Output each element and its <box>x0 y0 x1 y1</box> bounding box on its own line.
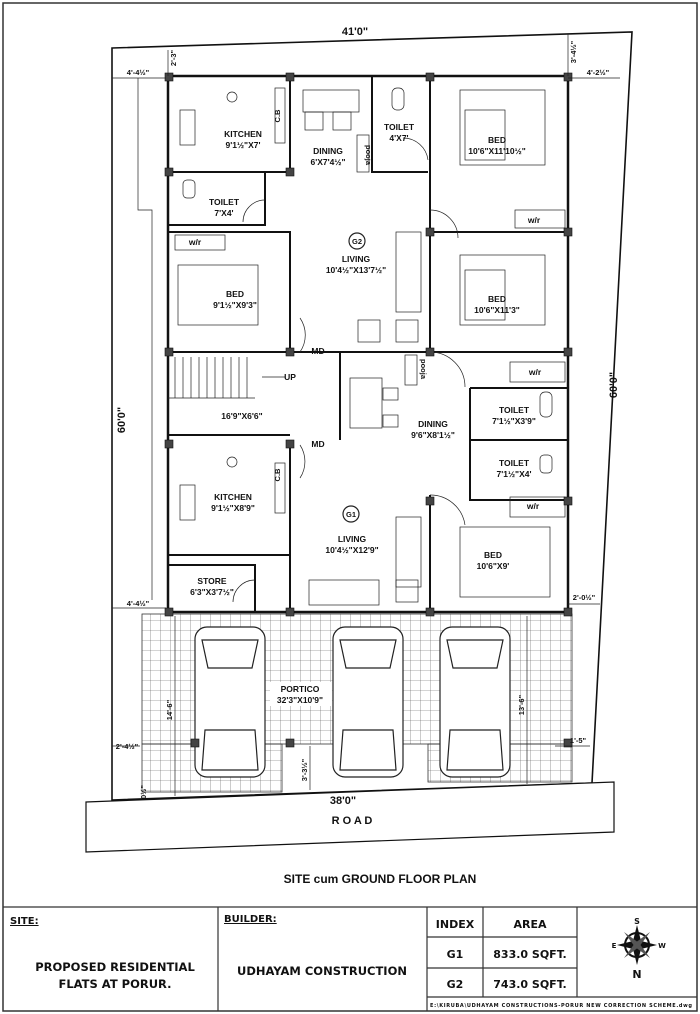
index-g2: G2 <box>447 978 464 991</box>
dim-right-setback-bottom: 2'-0½" <box>573 593 596 602</box>
main-door-g2: MD <box>311 346 324 356</box>
staircase-steps <box>168 357 285 399</box>
dim-right-setback-top: 4'-2½" <box>587 68 610 77</box>
pooja-g2: pooja <box>364 145 373 166</box>
unit-tag-g2: G2 <box>352 237 362 246</box>
living-g2-size: 10'4½"X13'7½" <box>326 265 386 275</box>
wr-g2b: w/r <box>527 215 541 225</box>
builder-name: UDHAYAM CONSTRUCTION <box>237 964 407 978</box>
wr-g2a: w/r <box>188 237 202 247</box>
dim-portico-side-right: 1'-5" <box>570 736 587 745</box>
car-1 <box>194 626 266 778</box>
bed-g2b-name: BED <box>488 294 506 304</box>
compass-n: N <box>632 968 641 981</box>
bed-g2b-size: 10'6"X11'3" <box>474 305 520 315</box>
compass-w: W <box>658 942 666 950</box>
portico-name: PORTICO <box>281 684 320 694</box>
compass-s: S <box>634 917 640 926</box>
kitchen-g1-name: KITCHEN <box>214 492 252 502</box>
bed-g2c-size: 9'1½"X9'3" <box>213 300 257 310</box>
dimensions <box>112 34 620 796</box>
area-g1: 833.0 SQFT. <box>493 948 566 961</box>
area-g2: 743.0 SQFT. <box>493 978 566 991</box>
car-3 <box>439 626 511 778</box>
store-size: 6'3"X3'7½" <box>190 587 234 597</box>
dim-top-setback-right: 3'-4½" <box>569 40 578 63</box>
bed-g1-size: 10'6"X9' <box>477 561 510 571</box>
dim-top-width: 41'0" <box>342 26 368 38</box>
wr-g1a: w/r <box>528 367 542 377</box>
road-label: R O A D <box>332 815 373 827</box>
toilet-g2b-name: TOILET <box>209 197 240 207</box>
dim-top-setback-left: 2'-3" <box>169 49 178 66</box>
columns <box>164 72 573 748</box>
dining-g2-name: DINING <box>313 146 343 156</box>
bed-g2c-name: BED <box>226 289 244 299</box>
toilet-g1a-name: TOILET <box>499 405 530 415</box>
bed-g2a-name: BED <box>488 135 506 145</box>
cb-g2: C.B <box>273 109 282 123</box>
toilet-g2a-name: TOILET <box>384 122 415 132</box>
dim-right-depth: 60'0" <box>608 372 620 398</box>
site-line-1: PROPOSED RESIDENTIAL <box>35 960 195 974</box>
main-door-g1: MD <box>311 439 324 449</box>
bed-g1-name: BED <box>484 550 502 560</box>
compass-e: E <box>612 942 617 950</box>
site-line-2: FLATS AT PORUR. <box>58 977 171 991</box>
dim-bottom-width: 38'0" <box>330 795 356 807</box>
wr-g1b: w/r <box>526 501 540 511</box>
index-header: INDEX <box>436 918 475 931</box>
bed-g2a-size: 10'6"X11'10½" <box>468 146 525 156</box>
dim-left-depth: 60'0" <box>116 407 128 433</box>
stair-up-label: UP <box>284 372 296 382</box>
dining-g1-name: DINING <box>418 419 448 429</box>
unit-g1: pooja w/r TOILET 7'1½"X3'9" DINING 9'6"X… <box>190 359 542 597</box>
unit-g2: KITCHEN 9'1½"X7' C.B DINING 6'X7'4½" poo… <box>188 109 541 356</box>
unit-tag-g1: G1 <box>346 510 356 519</box>
doors <box>232 137 466 603</box>
area-header: AREA <box>513 918 546 931</box>
dim-left-setback-bottom: 4'-4½" <box>127 599 150 608</box>
kitchen-g2-name: KITCHEN <box>224 129 262 139</box>
site-label: SITE: <box>10 916 39 927</box>
dim-portico-front: 3'-3½" <box>300 758 309 781</box>
compass-rose-icon: S N E W <box>612 917 667 981</box>
kitchen-g2-size: 9'1½"X7' <box>225 140 260 150</box>
unit-tag-g2-circle <box>348 232 366 250</box>
toilet-g2a-size: 4'X7' <box>389 133 408 143</box>
toilet-g1b-size: 7'1½"X4' <box>496 469 531 479</box>
road <box>85 781 615 853</box>
car-2 <box>332 626 404 778</box>
toilet-g2b-size: 7'X4' <box>214 208 233 218</box>
toilet-g1b-name: TOILET <box>499 458 530 468</box>
furniture <box>177 87 553 606</box>
dining-g2-size: 6'X7'4½" <box>310 157 345 167</box>
pooja-g1: pooja <box>419 359 428 380</box>
dim-portico-depth-left: 14'-6" <box>165 699 174 720</box>
dim-portico-side-left: 2'-4½" <box>116 742 139 751</box>
drawing-title: SITE cum GROUND FLOOR PLAN <box>284 872 477 886</box>
staircase-size: 16'9"X6'6" <box>221 411 262 421</box>
dim-corner-gap: 0½" <box>139 785 148 799</box>
wardrobes <box>174 209 566 518</box>
toilet-g1a-size: 7'1½"X3'9" <box>492 416 536 426</box>
living-g2-name: LIVING <box>342 254 371 264</box>
dim-left-setback-top: 4'-4½" <box>127 68 150 77</box>
interior-walls <box>168 76 568 612</box>
unit-tag-g1-circle <box>342 505 360 523</box>
setback-strip <box>137 78 153 600</box>
store-name: STORE <box>197 576 226 586</box>
index-g1: G1 <box>447 948 464 961</box>
builder-label: BUILDER: <box>224 914 277 925</box>
title-block <box>3 906 697 1011</box>
cb-g1: C.B <box>273 468 282 482</box>
dining-g1-size: 9'6"X8'1½" <box>411 430 455 440</box>
portico-size: 32'3"X10'9" <box>277 695 323 705</box>
kitchen-g1-size: 9'1½"X8'9" <box>211 503 255 513</box>
living-g1-size: 10'4½"X12'9" <box>325 545 378 555</box>
file-path: E:\KIRUBA\UDHAYAM CONSTRUCTIONS-PORUR NE… <box>430 1003 692 1009</box>
dim-portico-depth-right: 13'-6" <box>517 694 526 715</box>
living-g1-name: LIVING <box>338 534 367 544</box>
